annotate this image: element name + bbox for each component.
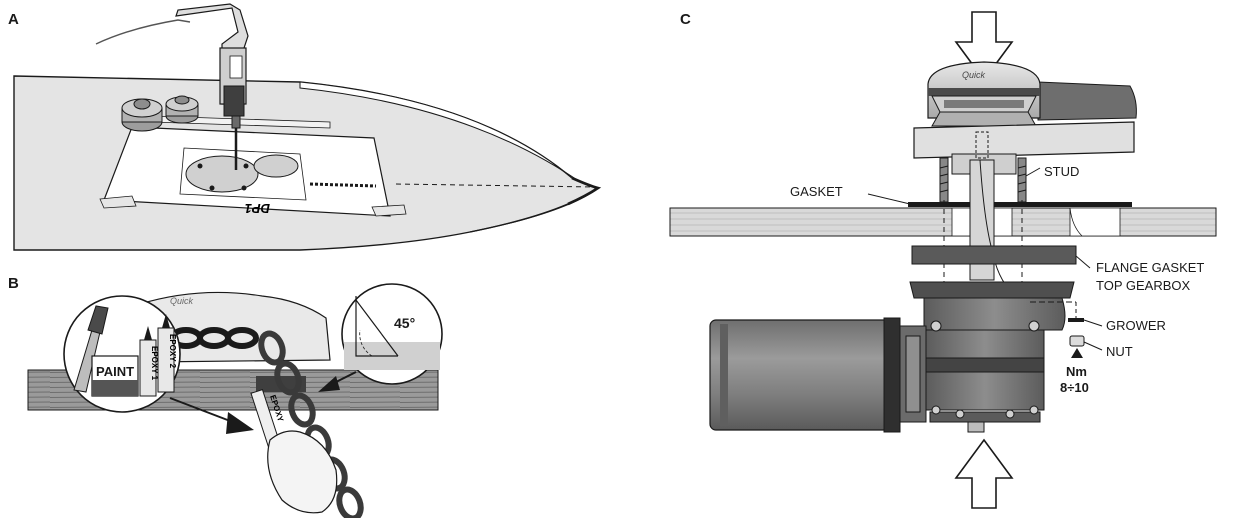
cap-band bbox=[928, 88, 1040, 96]
stud-right bbox=[1017, 157, 1027, 203]
stud-left bbox=[939, 157, 949, 203]
label-flange-gasket: FLANGE GASKET bbox=[1096, 260, 1204, 275]
shaft-key-outline bbox=[975, 131, 989, 159]
hand-with-epoxy: EPOXY bbox=[250, 388, 338, 514]
bow-stem bbox=[567, 176, 602, 206]
label-grower: GROWER bbox=[1106, 318, 1166, 333]
drill-cable bbox=[95, 19, 191, 45]
arrow-down-icon bbox=[954, 11, 1014, 82]
epoxy2-label: EPOXY 2 bbox=[168, 334, 177, 369]
gearbox-body bbox=[923, 297, 1066, 433]
flange-gasket bbox=[911, 245, 1077, 265]
bow-sheer-line bbox=[469, 189, 597, 233]
label-nut: NUT bbox=[1106, 344, 1133, 359]
paint-can-base bbox=[92, 380, 138, 396]
template-chain-mark bbox=[309, 182, 377, 188]
tape-right bbox=[371, 204, 407, 217]
electric-motor bbox=[709, 317, 927, 433]
template-stud-hole-2 bbox=[243, 163, 249, 169]
panel-b-letter: B bbox=[8, 275, 19, 292]
brand-mark-b: Quick bbox=[170, 296, 194, 306]
template-stud-hole-4 bbox=[241, 185, 247, 191]
template-outline bbox=[179, 147, 307, 201]
chain-stripper bbox=[1037, 81, 1137, 121]
windlass-top-unit: Quick bbox=[913, 61, 1137, 175]
deck-section-c bbox=[669, 207, 1217, 237]
torque-range: 8÷10 bbox=[1060, 380, 1089, 395]
windlass-base bbox=[913, 121, 1135, 159]
brush-bristles bbox=[87, 305, 109, 335]
magnifier-materials: PAINT EPOXY 1 EPOXY 2 bbox=[63, 295, 181, 413]
label-stud: STUD bbox=[1044, 164, 1079, 179]
gasket bbox=[908, 202, 1132, 207]
winch-roller-1 bbox=[121, 98, 163, 132]
template-code: DP1 bbox=[245, 201, 270, 216]
template-chain-hole bbox=[253, 154, 299, 178]
chain-pipe-hole bbox=[1069, 207, 1121, 237]
template-stud-hole-3 bbox=[209, 185, 215, 191]
arrow-up-icon bbox=[954, 438, 1014, 509]
panel-a-letter: A bbox=[8, 11, 19, 28]
gypsy-lower bbox=[931, 111, 1037, 127]
tape-left bbox=[99, 195, 137, 209]
gypsy-teeth bbox=[944, 100, 1024, 108]
grower-washer bbox=[1068, 318, 1084, 322]
template-stud-hole-1 bbox=[197, 163, 203, 169]
top-gearbox bbox=[909, 281, 1075, 299]
leader-stud bbox=[1025, 167, 1041, 177]
panel-c-letter: C bbox=[680, 11, 691, 28]
torque-unit: Nm bbox=[1066, 364, 1087, 379]
centerline-dashed bbox=[395, 183, 597, 188]
leader-flange bbox=[1075, 255, 1091, 269]
hex-nut bbox=[1069, 335, 1085, 347]
power-drill bbox=[95, 3, 249, 170]
template-main-hole bbox=[185, 155, 259, 193]
magnifier-angle: 45° bbox=[341, 283, 443, 385]
angle-chamfer-line bbox=[355, 299, 399, 357]
paint-label: PAINT bbox=[96, 364, 134, 379]
winch-roller-2 bbox=[165, 95, 199, 124]
leader-nut bbox=[1083, 341, 1103, 351]
panel-a: A DP1 bbox=[8, 3, 602, 251]
brand-mark-c: Quick bbox=[962, 70, 986, 80]
leader-gasket bbox=[867, 193, 911, 205]
label-gasket: GASKET bbox=[790, 184, 843, 199]
epoxy1-label: EPOXY 1 bbox=[150, 346, 159, 381]
label-top-gearbox: TOP GEARBOX bbox=[1096, 278, 1190, 293]
panel-b: B Quick P bbox=[8, 275, 443, 522]
leader-grower bbox=[1083, 319, 1103, 327]
torque-arrow-icon bbox=[1071, 348, 1083, 358]
panel-c: C Quick bbox=[669, 11, 1217, 509]
application-arrow bbox=[169, 397, 254, 434]
angle-label: 45° bbox=[394, 315, 415, 331]
angle-arrow bbox=[318, 371, 357, 392]
